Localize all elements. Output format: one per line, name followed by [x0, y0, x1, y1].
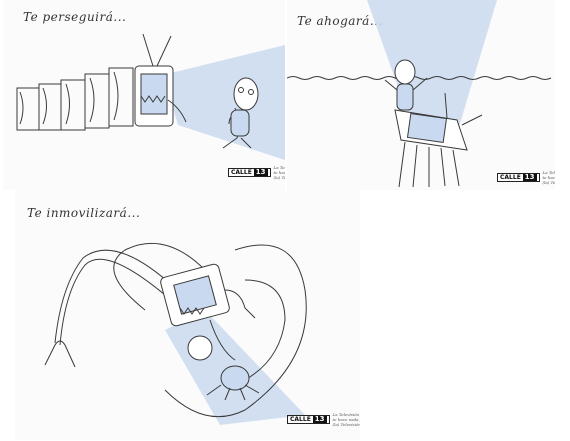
- illustration-chasing-tv: [16, 33, 285, 160]
- panel-caption: Te ahogará...: [297, 14, 383, 28]
- illustration-immobilizing: [44, 242, 307, 425]
- illustration-drowning: [287, 0, 552, 188]
- panel-caption: Te perseguirá...: [23, 10, 127, 24]
- panel-caption: Te inmovilizará...: [27, 206, 141, 220]
